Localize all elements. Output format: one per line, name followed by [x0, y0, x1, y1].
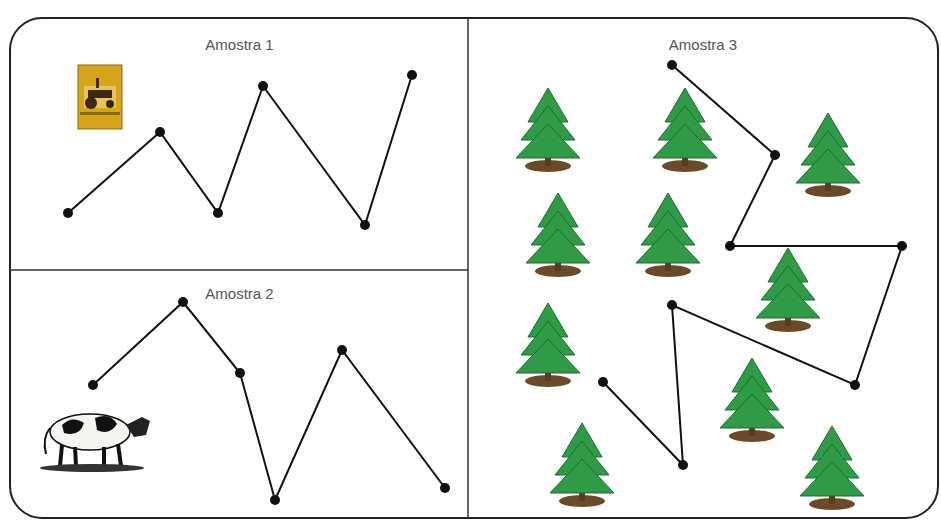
sample-panel: Amostra 2 [12, 271, 467, 517]
panel-title: Amostra 3 [666, 36, 740, 54]
tractor-icon [78, 65, 122, 129]
panel-title: Amostra 2 [202, 285, 276, 303]
panel-divider [467, 18, 469, 518]
outer-frame [10, 18, 938, 518]
sample-panel: Amostra 1 [12, 20, 467, 269]
panel-divider [10, 269, 468, 271]
sample-panel: Amostra 3 [469, 20, 937, 517]
cow-icon [40, 414, 150, 472]
panel-title: Amostra 1 [202, 36, 276, 54]
sampling-paths [68, 65, 902, 500]
sample-points [63, 60, 907, 505]
forest-trees [516, 88, 864, 510]
